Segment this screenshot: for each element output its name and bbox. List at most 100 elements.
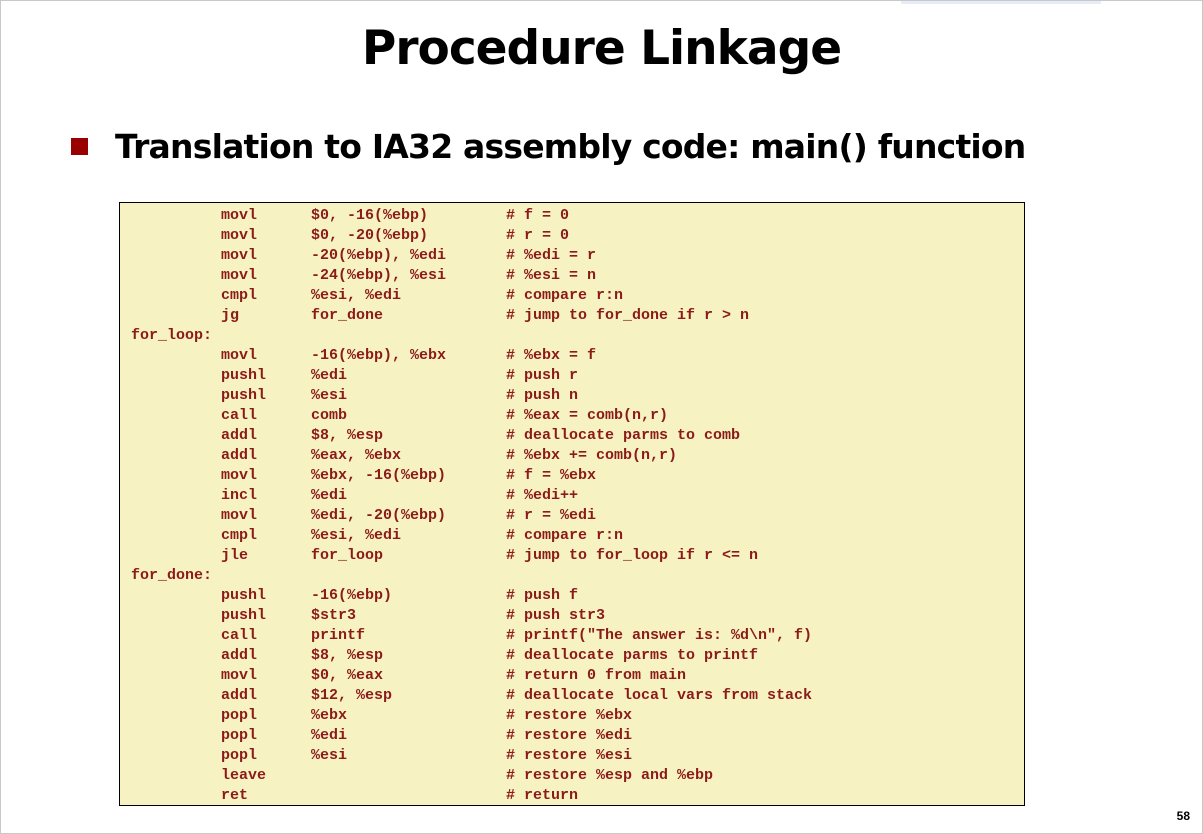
code-line: movl -24(%ebp), %esi # %esi = n: [120, 266, 1024, 286]
code-opcode: addl: [221, 647, 258, 664]
code-comment: # jump to for_loop if r <= n: [506, 547, 759, 564]
code-line: pushl%edi# push r: [120, 366, 1024, 386]
code-line: addl %eax, %ebx # %ebx += comb(n,r): [120, 446, 1024, 466]
top-decoration: [901, 1, 1101, 4]
code-comment: # push str3: [506, 607, 606, 624]
code-label: for_loop:: [131, 327, 213, 344]
code-label-line: for_loop:: [120, 326, 1024, 346]
code-line: leave # restore %esp and %ebp: [120, 766, 1024, 786]
code-operands: -24(%ebp), %esi: [311, 267, 447, 284]
code-line: incl %edi # %edi++: [120, 486, 1024, 506]
code-opcode: movl: [221, 267, 258, 284]
code-operands: %eax, %ebx: [311, 447, 402, 464]
code-operands: $12, %esp: [311, 687, 393, 704]
bullet-item: Translation to IA32 assembly code: main(…: [71, 127, 1026, 166]
code-comment: # f = %ebx: [506, 467, 597, 484]
assembly-code-block: movl $0, -16(%ebp) # f = 0 movl $0, -20(%ebp…: [119, 202, 1025, 806]
code-operands: %ebx: [311, 707, 348, 724]
code-comment: # %edi = r: [506, 247, 597, 264]
code-operands: $8, %esp: [311, 647, 384, 664]
code-line: cmpl %esi, %edi # compare r:n: [120, 286, 1024, 306]
code-operands: %edi, -20(%ebp): [311, 507, 447, 524]
code-comment: # push n: [506, 387, 579, 404]
code-comment: # push r: [506, 367, 579, 384]
code-line: ret# return: [120, 786, 1024, 806]
code-operands: $str3: [311, 607, 357, 624]
bullet-text: Translation to IA32 assembly code: main(…: [115, 127, 1026, 166]
code-comment: # %ebx += comb(n,r): [506, 447, 678, 464]
code-comment: # deallocate parms to comb: [506, 427, 741, 444]
code-opcode: movl: [221, 507, 258, 524]
code-line: movl -20(%ebp), %edi # %edi = r: [120, 246, 1024, 266]
code-operands: $0, -20(%ebp): [311, 227, 429, 244]
code-opcode: incl: [221, 487, 258, 504]
code-comment: # jump to for_done if r > n: [506, 307, 750, 324]
page-number: 58: [1176, 809, 1190, 823]
code-operands: -16(%ebp), %ebx: [311, 347, 447, 364]
code-operands: %edi: [311, 727, 348, 744]
code-line: pushl %esi # push n: [120, 386, 1024, 406]
code-comment: # %edi++: [506, 487, 579, 504]
code-opcode: movl: [221, 227, 258, 244]
code-opcode: pushl: [221, 387, 267, 404]
code-opcode: pushl: [221, 587, 267, 604]
code-comment: # restore %edi: [506, 727, 633, 744]
code-operands: %esi, %edi: [311, 287, 402, 304]
code-opcode: movl: [221, 467, 258, 484]
code-label: for_done:: [131, 567, 213, 584]
slide-title: Procedure Linkage: [361, 21, 842, 76]
code-operands: %edi: [311, 487, 348, 504]
code-opcode: call: [221, 407, 258, 424]
code-line: movl -16(%ebp), %ebx # %ebx = f: [120, 346, 1024, 366]
code-line: popl %esi # restore %esi: [120, 746, 1024, 766]
code-operands: %esi: [311, 387, 348, 404]
code-line: addl$12, %esp# deallocate local vars fro…: [120, 686, 1024, 706]
code-line: addl $8, %esp # deallocate parms to comb: [120, 426, 1024, 446]
code-operands: %esi, %edi: [311, 527, 402, 544]
code-comment: # restore %ebx: [506, 707, 633, 724]
code-comment: # push f: [506, 587, 579, 604]
code-label-line: for_done:: [120, 566, 1024, 586]
code-operands: %esi: [311, 747, 348, 764]
code-opcode: popl: [221, 707, 258, 724]
code-operands: -20(%ebp), %edi: [311, 247, 447, 264]
code-opcode: cmpl: [221, 287, 258, 304]
code-comment: # %eax = comb(n,r): [506, 407, 669, 424]
code-opcode: movl: [221, 347, 258, 364]
code-comment: # compare r:n: [506, 287, 624, 304]
code-opcode: call: [221, 627, 258, 644]
code-opcode: cmpl: [221, 527, 258, 544]
code-opcode: leave: [221, 767, 267, 784]
code-operands: $0, -16(%ebp): [311, 207, 429, 224]
code-operands: -16(%ebp): [311, 587, 393, 604]
code-opcode: ret: [221, 787, 249, 804]
code-opcode: jle: [221, 547, 249, 564]
code-comment: # restore %esp and %ebp: [506, 767, 714, 784]
code-opcode: addl: [221, 427, 258, 444]
code-comment: # return 0 from main: [506, 667, 687, 684]
code-opcode: addl: [221, 687, 258, 704]
code-comment: # restore %esi: [506, 747, 633, 764]
code-comment: # r = %edi: [506, 507, 597, 524]
code-opcode: popl: [221, 747, 258, 764]
code-comment: # compare r:n: [506, 527, 624, 544]
code-comment: # f = 0: [506, 207, 570, 224]
code-comment: # %ebx = f: [506, 347, 597, 364]
code-operands: for_loop: [311, 547, 384, 564]
code-operands: $8, %esp: [311, 427, 384, 444]
code-line: popl %ebx # restore %ebx: [120, 706, 1024, 726]
code-opcode: addl: [221, 447, 258, 464]
code-opcode: pushl: [221, 607, 267, 624]
code-comment: # r = 0: [506, 227, 570, 244]
code-operands: comb: [311, 407, 348, 424]
code-opcode: movl: [221, 207, 258, 224]
code-comment: # %esi = n: [506, 267, 597, 284]
code-line: movl $0, -16(%ebp) # f = 0: [120, 206, 1024, 226]
code-opcode: movl: [221, 247, 258, 264]
code-line: pushl -16(%ebp) # push f: [120, 586, 1024, 606]
code-opcode: movl: [221, 667, 258, 684]
code-line: addl$8, %esp# deallocate parms to printf: [120, 646, 1024, 666]
code-operands: printf: [311, 627, 366, 644]
